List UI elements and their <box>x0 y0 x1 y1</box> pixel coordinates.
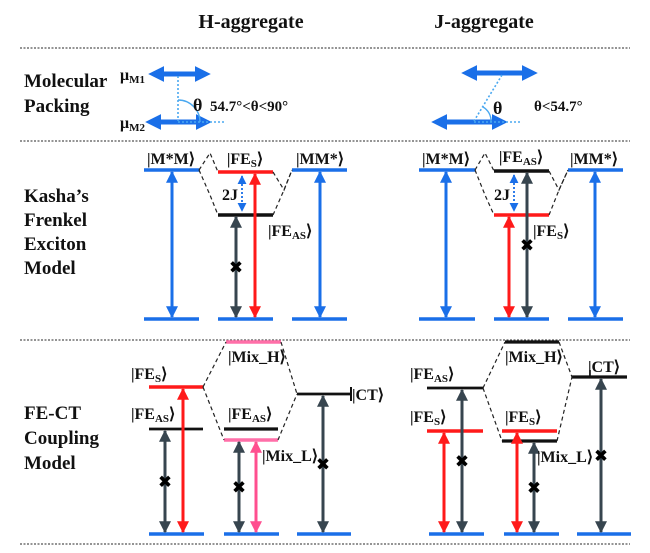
row-label-line: Molecular <box>24 71 108 92</box>
theta-label: θ <box>493 98 502 118</box>
state-label-mid-fe: |FES⟩ <box>505 409 541 428</box>
correlation-line <box>198 151 219 173</box>
state-label-lower: |FEAS⟩ <box>268 223 312 242</box>
splitting-label: 2J <box>494 187 510 204</box>
header-j-aggregate: J-aggregate <box>434 11 534 33</box>
state-label-mix-h: |Mix_H⟩ <box>505 349 563 366</box>
angle-arc <box>482 106 492 123</box>
state-label-ct: |CT⟩ <box>588 359 620 376</box>
correlation-line <box>272 169 293 192</box>
forbidden-cross-icon: ✖ <box>229 258 243 278</box>
state-label-mid-fe: |FEAS⟩ <box>228 406 272 425</box>
angle-condition-h: 54.7°<θ<90° <box>210 99 288 115</box>
correlation-line <box>474 169 495 216</box>
row-label-line: FE-CT <box>24 403 81 424</box>
correlation-line <box>202 341 227 388</box>
forbidden-cross-icon: ✖ <box>520 236 534 256</box>
state-label-fe-lower: |FEAS⟩ <box>131 406 175 425</box>
mu-m1-label: μM1 <box>120 67 145 86</box>
state-label-fe-upper: |FEAS⟩ <box>410 366 454 385</box>
angle-arc <box>177 99 201 123</box>
row-label-kasha: Kasha’s Frenkel Exciton Model <box>24 186 89 279</box>
row-label-line: Model <box>24 453 76 474</box>
row-label-line: Frenkel <box>24 210 87 231</box>
splitting-label: 2J <box>222 187 238 204</box>
row-label-line: Kasha’s <box>24 186 89 207</box>
mu-m2-label: μM2 <box>120 115 145 134</box>
state-label-mm-right: |MM*⟩ <box>570 151 618 168</box>
correlation-line <box>558 341 573 378</box>
packing-h: μM1 μM2 θ 54.7°<θ<90° <box>120 65 288 134</box>
state-label-upper: |FES⟩ <box>227 151 263 170</box>
row-label-line: Coupling <box>24 428 99 449</box>
state-label-mix-h: |Mix_H⟩ <box>228 349 286 366</box>
correlation-line <box>277 393 298 441</box>
forbidden-cross-icon: ✖ <box>455 452 469 472</box>
correlation-line <box>280 341 298 395</box>
correlation-line <box>474 151 495 172</box>
packing-j: θ θ<54.7° <box>431 64 583 131</box>
correlation-line <box>482 341 506 389</box>
state-label-mm-left: |M*M⟩ <box>147 151 195 168</box>
state-label-fe-upper: |FES⟩ <box>131 366 167 385</box>
state-label-mm-left: |M*M⟩ <box>422 151 470 168</box>
forbidden-cross-icon: ✖ <box>232 478 246 498</box>
correlation-line <box>556 376 573 442</box>
state-label-mix-l: |Mix_L⟩ <box>262 448 318 465</box>
forbidden-cross-icon: ✖ <box>594 447 608 467</box>
theta-label: θ <box>193 95 202 115</box>
row-label-packing: Molecular Packing <box>24 71 108 117</box>
row-label-line: Packing <box>24 96 90 117</box>
correlation-line <box>198 169 219 216</box>
state-label-mm-right: |MM*⟩ <box>296 151 344 168</box>
correlation-line <box>202 386 225 441</box>
header-h-aggregate: H-aggregate <box>198 11 303 33</box>
forbidden-cross-icon: ✖ <box>158 473 172 493</box>
row-label-line: Exciton <box>24 234 87 255</box>
state-label-fe-lower: |FES⟩ <box>410 409 446 428</box>
state-label-upper: |FEAS⟩ <box>499 149 543 168</box>
forbidden-cross-icon: ✖ <box>527 479 541 499</box>
correlation-line <box>548 169 569 192</box>
state-label-mix-l: |Mix_L⟩ <box>537 449 593 466</box>
correlation-line <box>482 387 503 442</box>
forbidden-cross-icon: ✖ <box>316 455 330 475</box>
angle-condition-j: θ<54.7° <box>534 99 583 115</box>
correlation-line <box>272 169 293 216</box>
state-label-ct: |CT⟩ <box>352 387 384 404</box>
dipole-axis-dotted <box>473 74 503 122</box>
row-label-fect: FE-CT Coupling Model <box>24 403 99 474</box>
correlation-line <box>548 169 569 216</box>
state-label-lower: |FES⟩ <box>533 223 569 242</box>
row-label-line: Model <box>24 258 76 279</box>
